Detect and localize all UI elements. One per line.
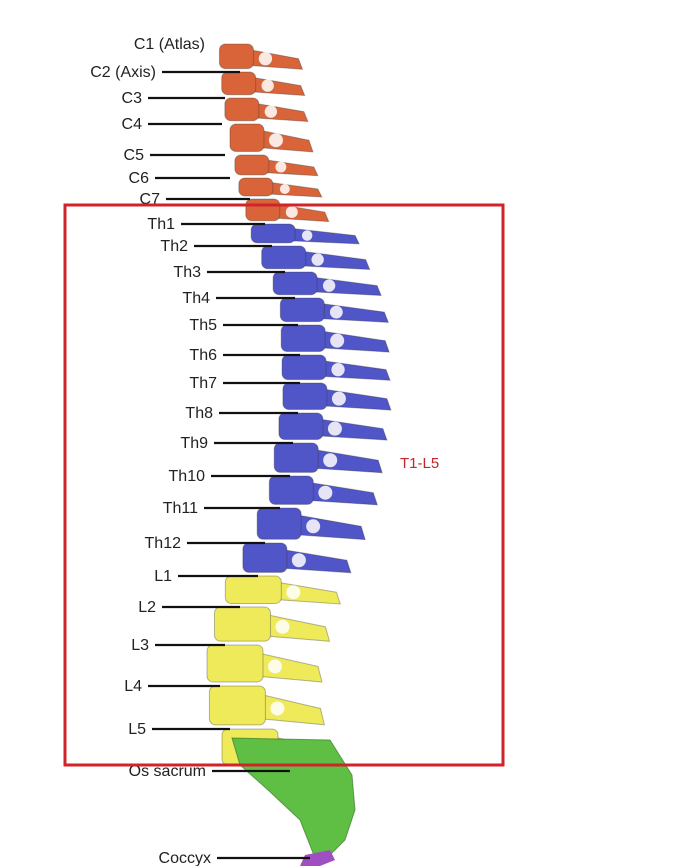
vertebra-th3 bbox=[272, 271, 382, 297]
vertebra-th11 bbox=[256, 507, 366, 541]
label-th8: Th8 bbox=[185, 405, 213, 422]
label-th6: Th6 bbox=[189, 347, 217, 364]
label-th11: Th11 bbox=[163, 500, 198, 517]
highlight-box bbox=[63, 203, 505, 767]
vertebra-l1 bbox=[224, 575, 342, 605]
vertebra-c2 bbox=[221, 71, 306, 97]
leader-lines bbox=[148, 70, 310, 860]
vertebra-th2 bbox=[261, 245, 371, 271]
vertebra-th6 bbox=[281, 354, 391, 381]
vertebra-th1 bbox=[250, 223, 360, 245]
vertebra-th8 bbox=[278, 412, 388, 441]
vertebral-column bbox=[206, 43, 392, 866]
sacrum bbox=[231, 737, 356, 859]
label-l2: L2 bbox=[138, 599, 156, 616]
label-th10: Th10 bbox=[169, 468, 206, 485]
label-c1: C1 (Atlas) bbox=[134, 36, 205, 53]
vertebra-c3 bbox=[224, 97, 309, 123]
vertebra-l2 bbox=[213, 606, 331, 642]
label-th12: Th12 bbox=[145, 535, 182, 552]
vertebra-l3 bbox=[206, 644, 323, 683]
vertebra-th10 bbox=[268, 475, 379, 506]
vertebra-c5 bbox=[234, 154, 319, 177]
label-coccyx: Coccyx bbox=[159, 850, 211, 866]
vertebra-th5 bbox=[280, 324, 390, 353]
vertebra-th7 bbox=[282, 382, 392, 411]
label-th2: Th2 bbox=[160, 238, 188, 255]
vertebra-c6 bbox=[238, 177, 323, 198]
label-th4: Th4 bbox=[182, 290, 210, 307]
label-l1: L1 bbox=[154, 568, 172, 585]
vertebra-l4 bbox=[208, 685, 326, 726]
label-th7: Th7 bbox=[189, 375, 217, 392]
coccyx bbox=[300, 850, 335, 866]
label-th9: Th9 bbox=[180, 435, 208, 452]
vertebra-c4 bbox=[229, 123, 314, 153]
label-l4: L4 bbox=[124, 678, 142, 695]
highlight-label: T1-L5 bbox=[400, 455, 439, 472]
vertebra-th9 bbox=[273, 442, 383, 474]
label-c3: C3 bbox=[122, 90, 143, 107]
label-l3: L3 bbox=[131, 637, 149, 654]
vertebra-th4 bbox=[279, 297, 390, 323]
label-th1: Th1 bbox=[147, 216, 175, 233]
label-th5: Th5 bbox=[189, 317, 217, 334]
label-os: Os sacrum bbox=[129, 763, 206, 780]
label-c2: C2 (Axis) bbox=[90, 64, 156, 81]
vertebra-c7 bbox=[245, 198, 330, 223]
vertebra-labels: C1 (Atlas)C2 (Axis)C3C4C5C6C7Th1Th2Th3Th… bbox=[90, 36, 217, 866]
vertebra-th12 bbox=[242, 542, 352, 574]
label-c4: C4 bbox=[122, 116, 143, 133]
label-c6: C6 bbox=[129, 170, 150, 187]
label-th3: Th3 bbox=[173, 264, 201, 281]
label-l5: L5 bbox=[128, 721, 146, 738]
label-c5: C5 bbox=[124, 147, 145, 164]
vertebra-c1 bbox=[218, 43, 304, 70]
